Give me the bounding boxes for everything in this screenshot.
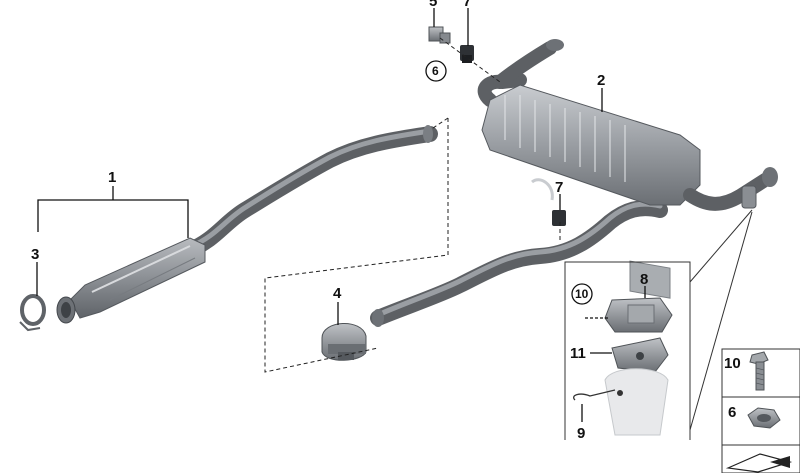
bracket-part-11 xyxy=(611,337,669,373)
callout-labels: 1 2 3 4 5 6 7 7 8 9 10 11 xyxy=(31,0,648,442)
rear-muffler xyxy=(477,39,778,299)
sensor-part-5 xyxy=(428,26,451,44)
clip-part-9 xyxy=(573,389,623,401)
callout-7-top: 7 xyxy=(463,0,471,10)
callout-8: 8 xyxy=(640,271,648,288)
legend-bolt-label: 10 xyxy=(724,355,741,372)
callout-5: 5 xyxy=(429,0,437,10)
hex-nut-icon xyxy=(747,407,781,429)
leader-lines xyxy=(36,8,646,422)
callout-6: 6 xyxy=(432,64,439,78)
fastener-legend: 10 6 xyxy=(721,348,800,473)
front-pipe-assembly xyxy=(56,125,438,324)
detail-inset xyxy=(564,209,753,440)
hex-bolt-icon xyxy=(749,351,769,391)
callout-4: 4 xyxy=(333,285,342,302)
callout-7-mid: 7 xyxy=(555,179,563,196)
callout-circle-10 xyxy=(571,283,593,305)
gasket-ring xyxy=(19,294,46,332)
callout-10: 10 xyxy=(575,287,589,301)
actuator-part-8 xyxy=(604,297,673,333)
arrow-icon xyxy=(725,453,793,473)
callout-9: 9 xyxy=(577,425,585,442)
callout-1: 1 xyxy=(108,169,116,186)
rubber-mount-7-mid xyxy=(531,178,566,226)
callout-2: 2 xyxy=(597,72,605,89)
callout-circle-6 xyxy=(425,60,447,82)
callout-3: 3 xyxy=(31,246,39,263)
rubber-mount-7-top xyxy=(460,45,474,63)
pipe-clamp xyxy=(321,323,367,361)
dashed-assembly-lines xyxy=(264,37,561,373)
legend-nut-label: 6 xyxy=(728,404,736,421)
catalytic-converter xyxy=(56,237,206,324)
callout-11: 11 xyxy=(570,345,586,362)
rear-pipe xyxy=(370,200,668,327)
